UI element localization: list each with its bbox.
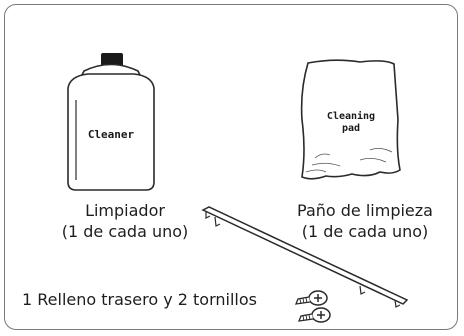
pad-caption: Paño de limpieza (1 de cada uno)	[270, 200, 460, 242]
pad-product-label-line2: pad	[342, 123, 360, 134]
pad-product-label-line1: Cleaning	[327, 110, 375, 122]
cleaner-product-label: Cleaner	[88, 128, 135, 141]
cleaner-caption: Limpiador (1 de cada uno)	[40, 200, 210, 242]
screw-icon	[297, 307, 331, 323]
back-filler-bar-icon	[201, 206, 409, 308]
cleaner-caption-qty: (1 de cada uno)	[61, 222, 189, 241]
pad-caption-qty: (1 de cada uno)	[301, 222, 429, 241]
filler-caption: 1 Relleno trasero y 2 tornillos	[22, 290, 257, 309]
screw-icon	[294, 290, 328, 306]
cleaner-caption-name: Limpiador	[85, 201, 165, 220]
pad-caption-name: Paño de limpieza	[297, 201, 433, 220]
cleaning-pad-icon: Cleaning pad	[300, 59, 401, 180]
cleaner-bottle-icon: Cleaner	[67, 53, 155, 191]
